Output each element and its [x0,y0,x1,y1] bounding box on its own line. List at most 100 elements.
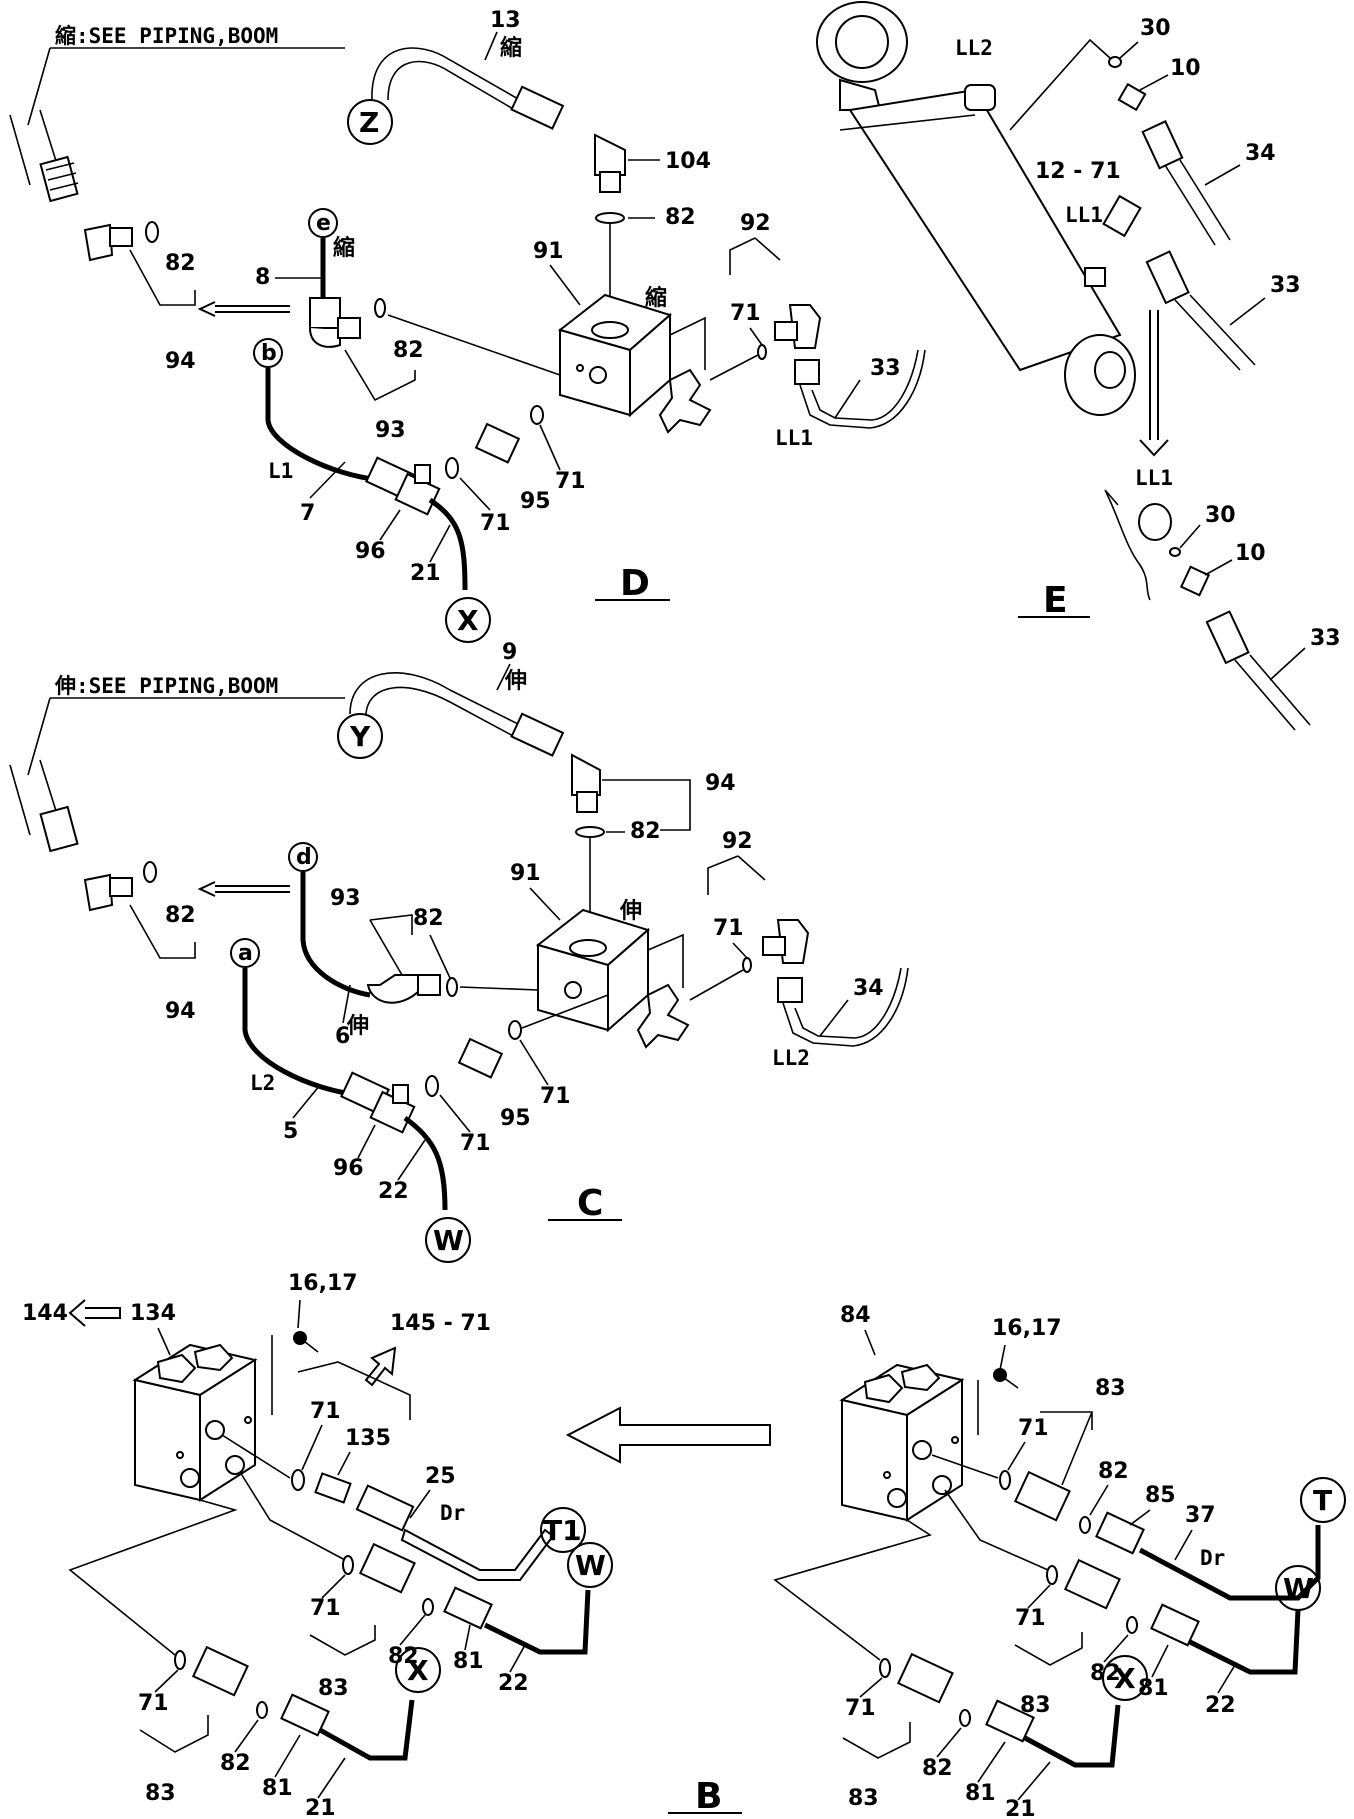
fitting-10-e2 [1179,565,1211,597]
section-label-e: E [1043,580,1068,621]
leader-37 [1174,1529,1193,1561]
connector-w-b1[interactable] [567,1542,613,1588]
section-b-right: 84 16,17 83 71 82 [773,1303,1346,1819]
elbow-fitting-93 [309,297,361,348]
arrow-145 [364,1346,397,1387]
bracket-93-c [369,914,413,976]
connector-b[interactable] [253,338,283,368]
leader-71-c3 [732,942,748,959]
label-21-d: 21 [410,561,441,586]
bracket-block [669,316,706,370]
leader-10-e1 [1139,74,1169,91]
label-82-c2: 82 [413,906,444,931]
connector-t[interactable] [1300,1477,1346,1523]
connector-t1[interactable] [540,1507,586,1553]
connector-d[interactable] [288,842,318,872]
label-135: 135 [345,1426,391,1451]
adapter-83-b1 [358,1542,416,1594]
hose-34-e [1141,120,1231,246]
connector-w-c[interactable] [425,1217,471,1263]
oring-82-b2 [256,1701,268,1719]
adapter-95-c [457,1037,504,1079]
label-22-b1: 22 [498,1671,529,1696]
label-81-b1: 81 [453,1649,484,1674]
pipe-21-b1 [318,1699,415,1761]
section-e: LL2 30 10 34 12 - 71 LL1 33 LL1 30 10 [816,1,1341,731]
section-c: 伸:SEE PIPING,BOOM 82 94 Y 9 伸 94 82 [9,640,909,1263]
connector-z-label: Z [359,106,379,139]
oring-71-c1 [425,1075,439,1097]
leader-71-b1 [301,1424,323,1471]
label-94: 94 [165,349,196,374]
leader-71-r2 [1027,1584,1051,1609]
label-82-r3: 82 [922,1756,953,1781]
connector-y-label: Y [349,720,371,753]
label-91-c: 91 [510,861,541,886]
leader-34-c [819,999,849,1037]
label-71-d1: 71 [480,511,511,536]
hose-25-dr [355,1484,555,1581]
oring-71-c2 [508,1020,522,1040]
arrow-144 [68,1299,121,1327]
oring-82-r3 [959,1709,971,1727]
label-10-e1: 10 [1170,56,1201,81]
oring-82-top [595,212,625,224]
axis-71-r1 [931,1454,999,1479]
axis-71-c3 [689,969,744,1001]
label-30-e2: 30 [1205,503,1236,528]
connector-y[interactable] [337,713,383,759]
oring-82-c [575,826,605,838]
pipe-21-d [428,497,468,591]
connector-w-r[interactable] [1275,1565,1321,1611]
connector-x-b1[interactable] [395,1647,441,1693]
connector-a-label: a [238,941,253,966]
label-ll2-c: LL2 [772,1046,810,1070]
arrow-left-d [197,301,290,317]
cylinder [816,1,1136,416]
label-34-c: 34 [853,976,884,1001]
leader-71-d2 [539,424,561,471]
label-82-d: 82 [393,338,424,363]
connector-z[interactable] [347,99,393,145]
connector-x-d[interactable] [445,597,491,643]
leader-82-r1 [1089,1484,1109,1516]
label-93-c: 93 [330,886,361,911]
label-82-c: 82 [630,819,661,844]
leader-91 [549,264,581,306]
label-82-top: 82 [665,205,696,230]
label-34-e: 34 [1245,141,1276,166]
label-10-e2: 10 [1235,541,1266,566]
section-label-d: D [620,563,650,604]
connector-x-r[interactable] [1102,1655,1148,1701]
connector-e[interactable] [308,208,338,238]
leader-82-r2 [1103,1634,1129,1663]
note-leader [27,47,345,126]
leader-82-c2 [429,934,451,979]
elbow-fitting-93-c [366,974,441,1004]
cylinder-cutaway [1104,489,1151,601]
connector-a[interactable] [230,938,260,968]
adapter-95 [474,422,521,464]
hose-stub-mid-left [9,759,79,853]
elbow-fitting-92-d [774,304,822,349]
leader-16-17-left [271,1335,273,1415]
leader-16-17-top-right [999,1344,1006,1371]
label-25: 25 [425,1464,456,1489]
label-22-r: 22 [1205,1693,1236,1718]
fitting-12 [1102,194,1142,238]
port-ll1-e [1138,503,1172,541]
oring-71-r3 [879,1658,891,1678]
leader-94-c1 [129,904,196,959]
leader-9 [496,663,511,691]
leader-94 [129,249,196,306]
connector-w-c-label: W [433,1224,464,1257]
hose-33-e2 [1205,610,1311,731]
label-16-17-right: 16,17 [992,1316,1062,1341]
bolt-shaft-right [999,1374,1019,1389]
leader-16-17-top-left [297,1299,301,1329]
pipe-l2 [242,968,361,1098]
label-8: 8 [255,265,270,290]
oring-71-d3 [757,344,767,360]
leader-96 [379,509,401,541]
label-96: 96 [355,539,386,564]
